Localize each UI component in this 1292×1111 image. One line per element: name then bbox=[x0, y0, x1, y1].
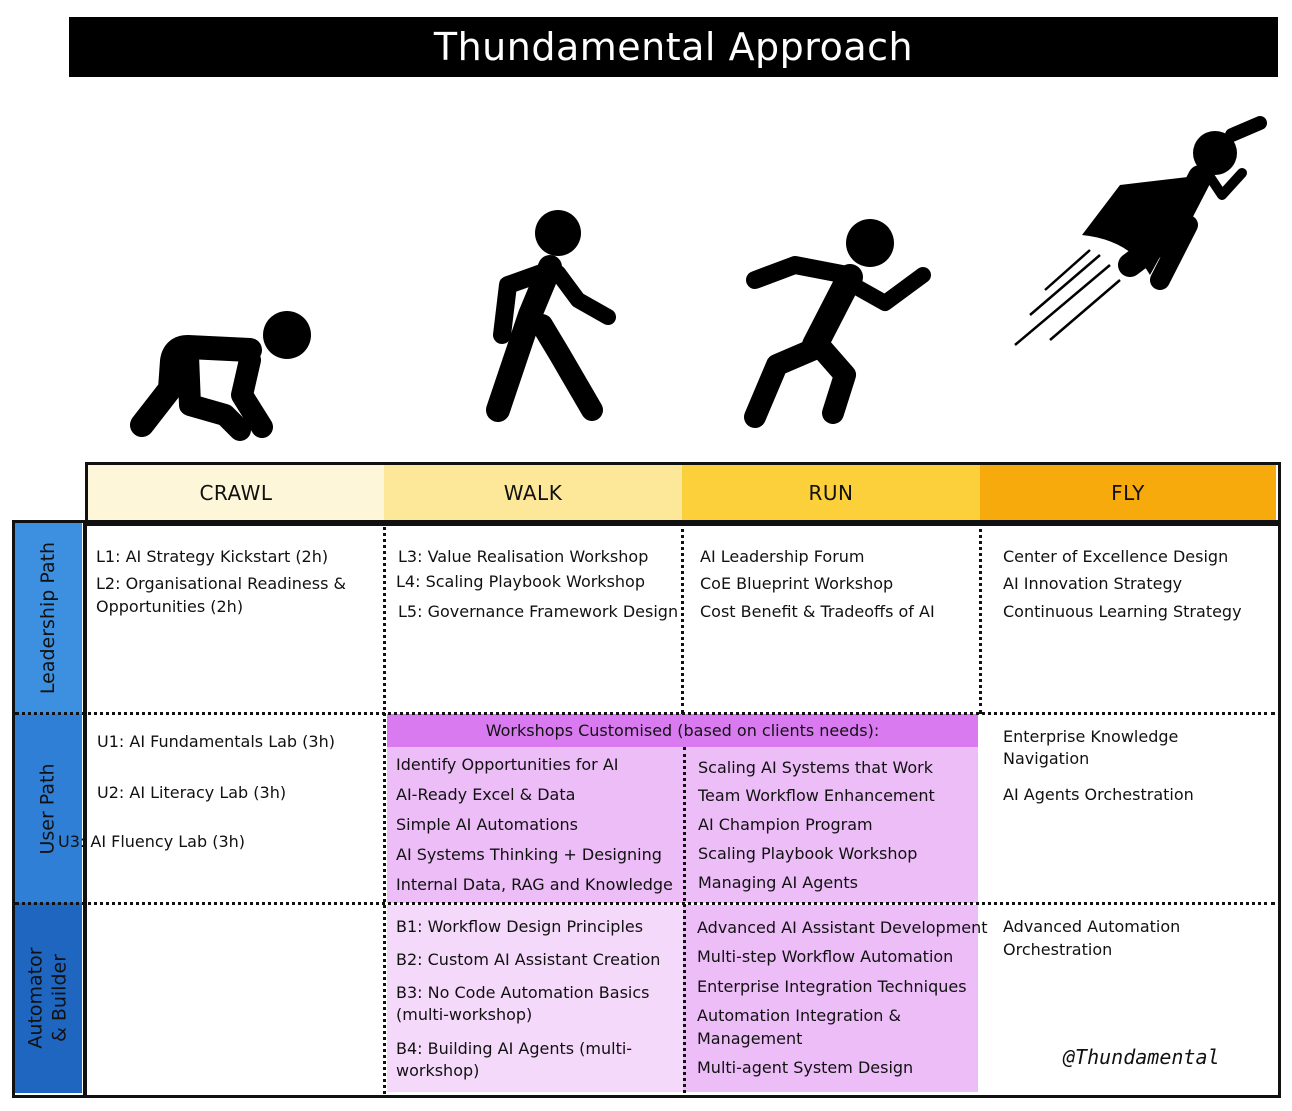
builder-walk-item: B3: No Code Automation Basics bbox=[396, 983, 650, 1002]
stage-crawl: CRAWL bbox=[88, 465, 384, 520]
user-run-item: Managing AI Agents bbox=[698, 873, 858, 892]
divider-h2 bbox=[15, 902, 1275, 905]
leadership-run-item: CoE Blueprint Workshop bbox=[700, 574, 894, 593]
leadership-run-item: AI Leadership Forum bbox=[700, 547, 865, 566]
signature: @Thundamental bbox=[1063, 1045, 1220, 1069]
user-run-item: Scaling AI Systems that Work bbox=[698, 758, 933, 777]
grid-outline bbox=[12, 520, 1281, 1098]
stage-header-border bbox=[85, 462, 1281, 526]
user-crawl-item: U1: AI Fundamentals Lab (3h) bbox=[97, 732, 335, 751]
divider-v1 bbox=[383, 522, 386, 1094]
stage-walk: WALK bbox=[384, 465, 682, 520]
user-walk-item: AI Systems Thinking + Designing bbox=[396, 845, 662, 864]
user-walk-item: AI-Ready Excel & Data bbox=[396, 785, 576, 804]
builder-run-item: Automation Integration & bbox=[697, 1006, 901, 1025]
builder-run-item: Enterprise Integration Techniques bbox=[697, 977, 967, 996]
row-label-leadership: Leadership Path bbox=[14, 522, 82, 714]
user-walk-item: Identify Opportunities for AI bbox=[396, 755, 619, 774]
builder-walk-item: B1: Workflow Design Principles bbox=[396, 917, 644, 936]
builder-run-item: Management bbox=[697, 1029, 803, 1048]
stage-fly: FLY bbox=[980, 465, 1276, 520]
leadership-crawl-item: Opportunities (2h) bbox=[96, 597, 244, 616]
leadership-fly-item: AI Innovation Strategy bbox=[1003, 574, 1183, 593]
user-run-item: AI Champion Program bbox=[698, 815, 873, 834]
row-label-divider bbox=[83, 520, 87, 1095]
builder-walk-item: (multi-workshop) bbox=[396, 1005, 533, 1024]
run-figure-icon bbox=[744, 219, 931, 428]
crawl-figure-icon bbox=[130, 311, 311, 441]
builder-run-item: Multi-agent System Design bbox=[697, 1058, 914, 1077]
user-fly-item: Navigation bbox=[1003, 749, 1090, 768]
leadership-walk-item: L4: Scaling Playbook Workshop bbox=[396, 572, 645, 591]
divider-h1 bbox=[15, 712, 1275, 715]
builder-run-item: Advanced AI Assistant Development bbox=[697, 918, 988, 937]
divider-v3 bbox=[979, 522, 982, 714]
leadership-walk-item: L5: Governance Framework Design bbox=[398, 602, 679, 621]
user-fly-item: AI Agents Orchestration bbox=[1003, 785, 1194, 804]
walk-figure-icon bbox=[486, 210, 616, 422]
user-fly-item: Enterprise Knowledge bbox=[1003, 727, 1179, 746]
leadership-crawl-item: L1: AI Strategy Kickstart (2h) bbox=[96, 547, 329, 566]
user-walk-item: Simple AI Automations bbox=[396, 815, 578, 834]
leadership-run-item: Cost Benefit & Tradeoffs of AI bbox=[700, 602, 935, 621]
row-label-builder: Automator & Builder bbox=[14, 903, 82, 1093]
divider-v2 bbox=[681, 522, 684, 714]
divider-v2b bbox=[683, 747, 686, 1093]
user-run-item: Scaling Playbook Workshop bbox=[698, 844, 918, 863]
leadership-walk-item: L3: Value Realisation Workshop bbox=[398, 547, 649, 566]
builder-walk-item: B2: Custom AI Assistant Creation bbox=[396, 950, 661, 969]
user-crawl-item: U2: AI Literacy Lab (3h) bbox=[97, 783, 287, 802]
custom-area-builder-run bbox=[683, 905, 978, 1092]
user-run-item: Team Workflow Enhancement bbox=[698, 786, 935, 805]
builder-walk-item: B4: Building AI Agents (multi- bbox=[396, 1039, 633, 1058]
user-crawl-item: U3: AI Fluency Lab (3h) bbox=[58, 832, 246, 851]
builder-fly-item: Advanced Automation bbox=[1003, 917, 1181, 936]
leadership-crawl-item: L2: Organisational Readiness & bbox=[96, 574, 346, 593]
custom-area-builder-walk bbox=[387, 905, 683, 1092]
stage-run: RUN bbox=[682, 465, 980, 520]
leadership-fly-item: Continuous Learning Strategy bbox=[1003, 602, 1242, 621]
custom-area-user bbox=[387, 747, 978, 903]
fly-figure-icon bbox=[1014, 116, 1267, 346]
row-label-user: User Path bbox=[14, 714, 82, 903]
leadership-fly-item: Center of Excellence Design bbox=[1003, 547, 1229, 566]
user-walk-item: Internal Data, RAG and Knowledge bbox=[396, 875, 673, 894]
page-title: Thundamental Approach bbox=[69, 17, 1278, 77]
builder-fly-item: Orchestration bbox=[1003, 940, 1113, 959]
custom-header: Workshops Customised (based on clients n… bbox=[387, 714, 978, 747]
builder-run-item: Multi-step Workflow Automation bbox=[697, 947, 954, 966]
builder-walk-item: workshop) bbox=[396, 1061, 480, 1080]
